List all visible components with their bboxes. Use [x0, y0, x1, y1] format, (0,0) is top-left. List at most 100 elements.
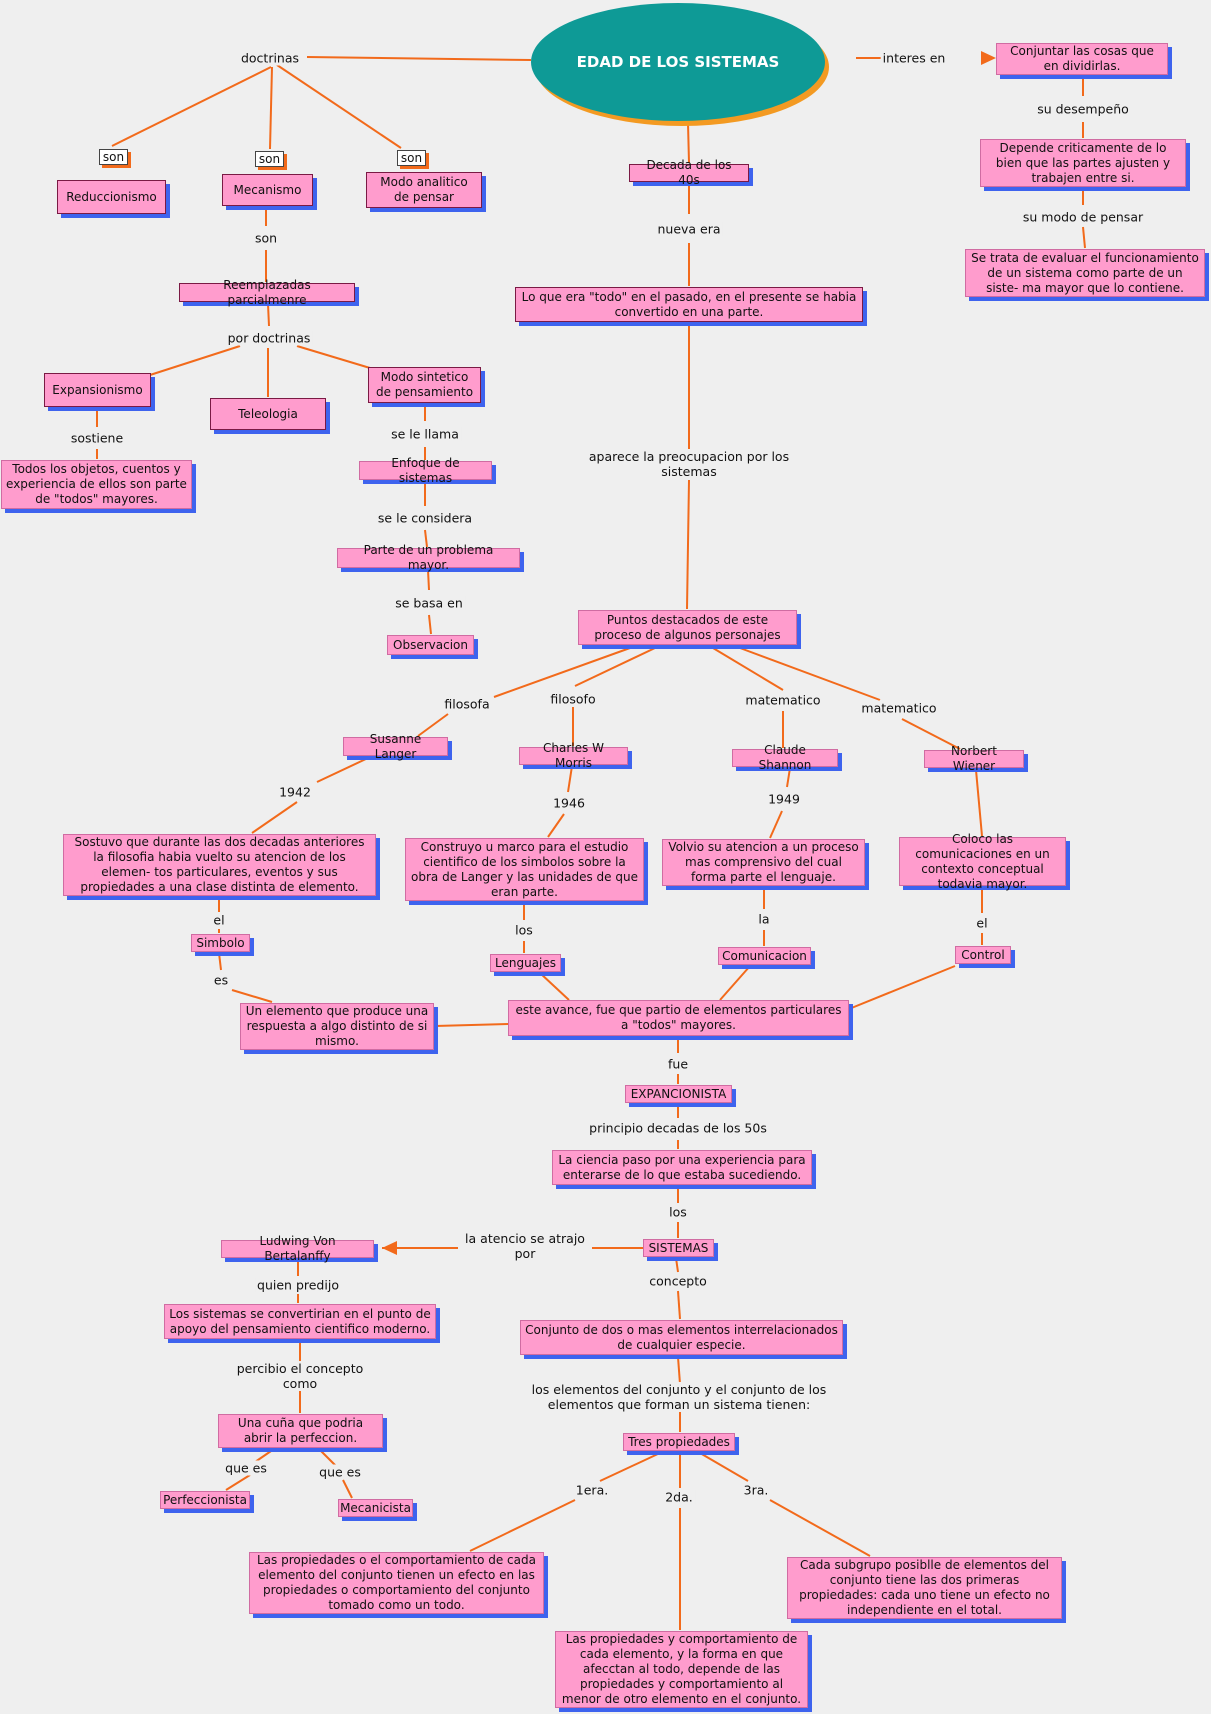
node-reemplazadas[interactable]: Reemplazadas parcialmenre — [179, 278, 355, 307]
label-matematico-2: matematico — [859, 700, 939, 716]
label-es: es — [211, 972, 231, 988]
node-sostuvo[interactable]: Sostuvo que durante las dos decadas ante… — [63, 834, 376, 896]
arrowhead-icon — [382, 1241, 397, 1255]
label-filosofa: filosofa — [442, 696, 492, 712]
label-2da: 2da. — [663, 1489, 695, 1505]
node-propiedad-3[interactable]: Cada subgrupo posiblle de elementos del … — [787, 1557, 1062, 1619]
connector-line — [786, 767, 791, 788]
label-los-elementos: los elementos del conjunto y el conjunto… — [522, 1382, 836, 1412]
connector-line — [149, 345, 241, 376]
node-lenguajes[interactable]: Lenguajes — [490, 954, 561, 972]
node-reduccionismo[interactable]: Reduccionismo — [57, 180, 166, 214]
node-lo-que-era[interactable]: Lo que era "todo" en el pasado, en el pr… — [515, 287, 863, 322]
node-norbert-wiener[interactable]: Norbert Wiener — [924, 744, 1024, 773]
node-claude-shannon[interactable]: Claude Shannon — [732, 743, 838, 772]
connector-line — [975, 769, 983, 837]
node-todos-los-objetos[interactable]: Todos los objetos, cuentos y experiencia… — [1, 460, 192, 509]
node-tres-propiedades[interactable]: Tres propiedades — [623, 1433, 735, 1451]
label-1946: 1946 — [551, 795, 587, 811]
label-que-es-1: que es — [223, 1460, 269, 1476]
node-son-2[interactable]: son — [255, 151, 284, 167]
label-quien-predijo: quien predijo — [255, 1277, 341, 1293]
label-nueva-era: nueva era — [655, 221, 723, 237]
connector-line — [712, 647, 784, 691]
node-volvio[interactable]: Volvio su atencion a un proceso mas comp… — [662, 839, 865, 886]
connector-line — [848, 965, 956, 1010]
label-se-basa-en: se basa en — [393, 595, 465, 611]
node-los-sistemas[interactable]: Los sistemas se convertirian en el punto… — [164, 1304, 436, 1339]
connector-line — [225, 1474, 251, 1491]
label-1era: 1era. — [573, 1482, 611, 1498]
label-filosofo: filosofo — [548, 691, 598, 707]
label-se-le-llama: se le llama — [389, 426, 461, 442]
node-son-1[interactable]: son — [99, 149, 128, 165]
label-matematico-1: matematico — [743, 692, 823, 708]
connector-line — [769, 1499, 871, 1557]
node-expancionista[interactable]: EXPANCIONISTA — [625, 1085, 732, 1103]
label-su-modo: su modo de pensar — [1020, 209, 1146, 225]
label-1949: 1949 — [766, 791, 802, 807]
node-enfoque[interactable]: Enfoque de sistemas — [359, 456, 492, 485]
node-simbolo[interactable]: Simbolo — [191, 934, 250, 952]
node-conjuntar[interactable]: Conjuntar las cosas que en dividirlas. — [996, 43, 1168, 75]
node-mecanicista[interactable]: Mecanicista — [338, 1499, 413, 1517]
node-modo-sintetico[interactable]: Modo sintetico de pensamiento — [368, 367, 481, 403]
node-expansionismo[interactable]: Expansionismo — [44, 373, 151, 407]
node-se-trata[interactable]: Se trata de evaluar el funcionamiento de… — [965, 249, 1205, 297]
connector-line — [719, 965, 751, 1001]
node-modo-analitico[interactable]: Modo analitico de pensar — [366, 172, 482, 208]
node-sistemas[interactable]: SISTEMAS — [643, 1239, 714, 1257]
node-son-3[interactable]: son — [397, 150, 426, 166]
node-puntos-destacados[interactable]: Puntos destacados de este proceso de alg… — [578, 610, 797, 645]
node-propiedad-1[interactable]: Las propiedades o el comportamiento de c… — [249, 1552, 544, 1614]
node-susanne-langer[interactable]: Susanne Langer — [343, 732, 448, 761]
node-propiedad-2[interactable]: Las propiedades y comportamiento de cada… — [555, 1631, 808, 1708]
node-la-ciencia[interactable]: La ciencia paso por una experiencia para… — [552, 1150, 812, 1185]
node-charles-morris[interactable]: Charles W Morris — [519, 741, 628, 770]
connector-line — [428, 614, 432, 635]
label-los-1: los — [513, 922, 535, 938]
node-observacion[interactable]: Observacion — [387, 635, 474, 655]
connector-line — [276, 64, 402, 149]
node-control[interactable]: Control — [955, 946, 1011, 964]
root-node[interactable]: EDAD DE LOS SISTEMAS — [531, 3, 825, 121]
connector-line — [306, 56, 532, 61]
label-sostiene: sostiene — [68, 430, 126, 446]
connector-line — [677, 1290, 681, 1320]
label-se-le-considera: se le considera — [375, 510, 475, 526]
connector-line — [739, 647, 881, 701]
node-mecanismo[interactable]: Mecanismo — [222, 174, 313, 206]
label-percibio: percibio el concepto como — [228, 1361, 372, 1391]
label-por-doctrinas: por doctrinas — [225, 330, 313, 346]
node-perfeccionista[interactable]: Perfeccionista — [160, 1491, 250, 1509]
label-atencion: la atencio se atrajo por — [458, 1231, 592, 1261]
node-una-cuna[interactable]: Una cuña que podria abrir la perfeccion. — [218, 1414, 383, 1448]
connector-line — [251, 801, 298, 834]
node-ludwing[interactable]: Ludwing Von Bertalanffy — [221, 1234, 374, 1263]
node-parte-problema[interactable]: Parte de un problema mayor. — [337, 543, 520, 572]
arrowhead-icon — [981, 51, 996, 65]
connector-line — [493, 647, 631, 698]
label-el-1: el — [211, 912, 227, 928]
node-un-elemento[interactable]: Un elemento que produce una respuesta a … — [240, 1003, 434, 1050]
node-teleologia[interactable]: Teleologia — [210, 398, 326, 430]
node-conjunto[interactable]: Conjunto de dos o mas elementos interrel… — [520, 1320, 843, 1355]
connector-line — [434, 1023, 509, 1027]
label-concepto: concepto — [647, 1273, 709, 1289]
node-construyo[interactable]: Construyo u marco para el estudio cienti… — [405, 838, 644, 901]
connector-line — [296, 345, 371, 369]
connector-line — [424, 529, 428, 548]
node-este-avance[interactable]: este avance, fue que partio de elementos… — [508, 1000, 849, 1036]
label-3ra: 3ra. — [741, 1482, 771, 1498]
node-depende[interactable]: Depende criticamente de lo bien que las … — [980, 139, 1186, 187]
label-principio: principio decadas de los 50s — [587, 1120, 769, 1136]
label-su-desempeno: su desempeño — [1035, 101, 1131, 117]
connector-line — [1082, 226, 1086, 249]
label-que-es-2: que es — [317, 1464, 363, 1480]
connector-line — [687, 122, 690, 164]
node-decada-40[interactable]: Decada de los 40s — [629, 158, 749, 187]
connector-line — [699, 1452, 749, 1482]
node-comunicacion[interactable]: Comunicacion — [718, 947, 811, 965]
node-coloco[interactable]: Coloco las comunicaciones en un contexto… — [899, 832, 1066, 891]
